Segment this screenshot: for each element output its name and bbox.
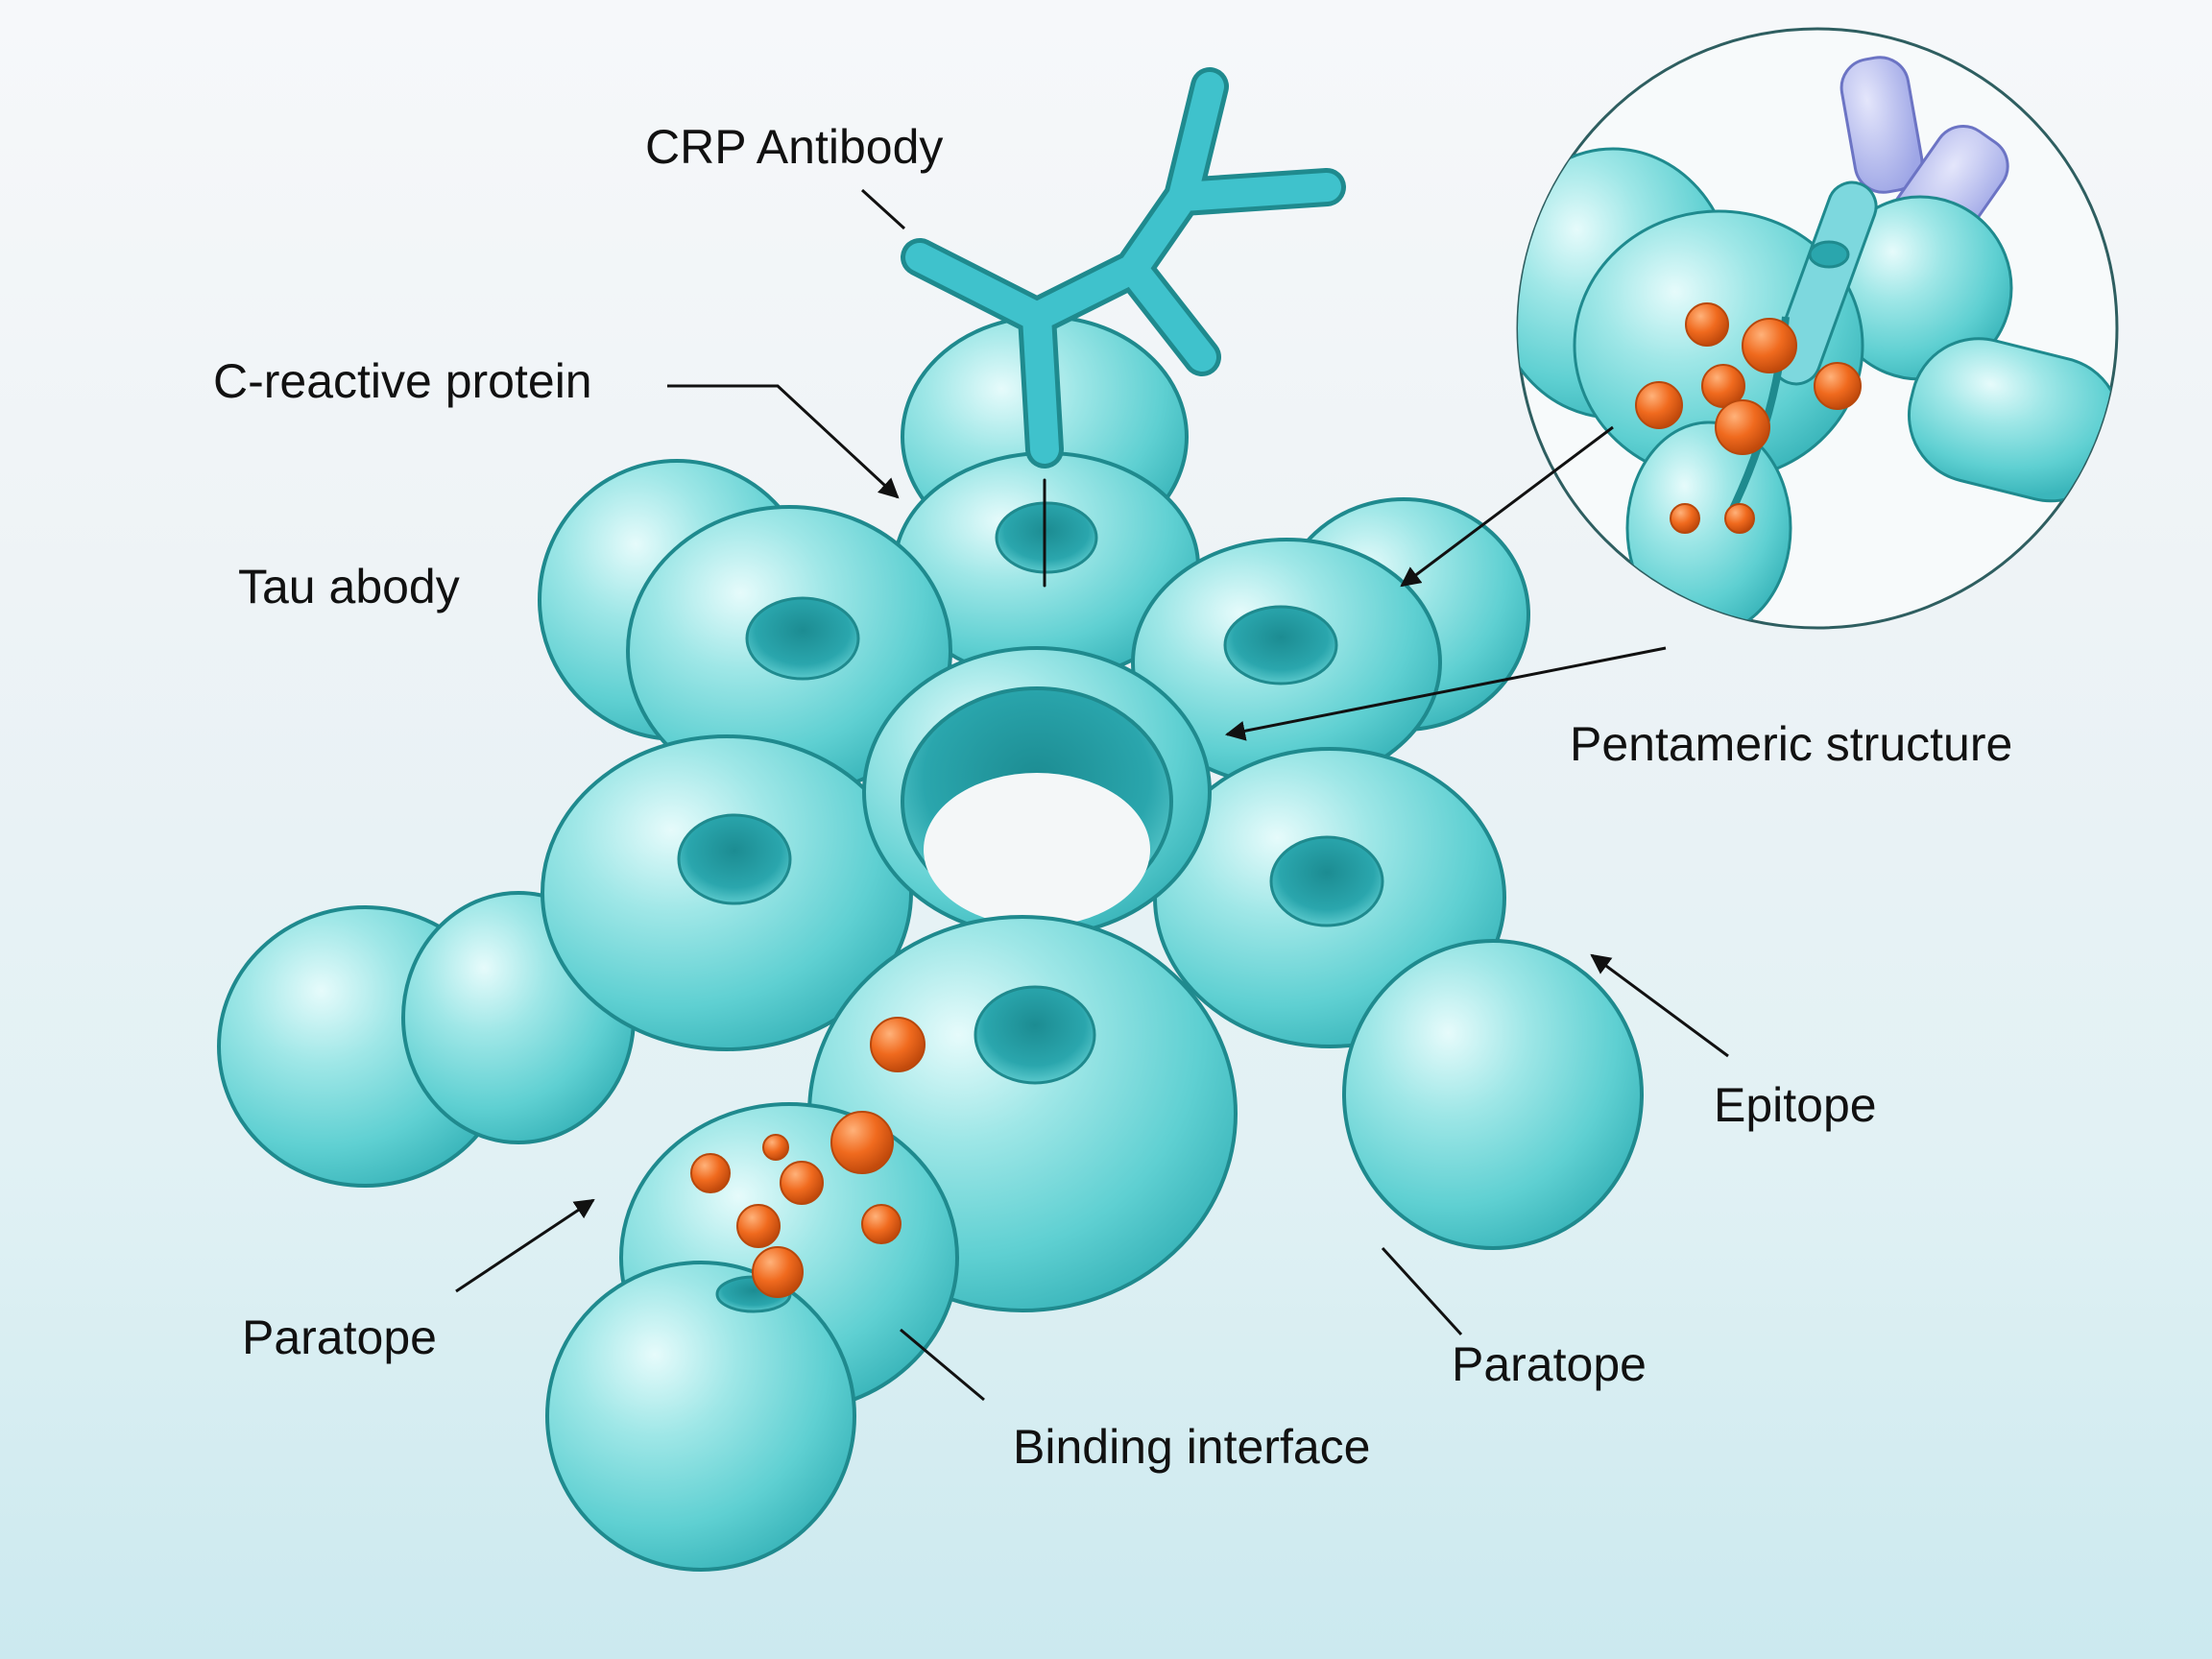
binding-inset — [1516, 27, 2119, 630]
subunit-far-right — [1342, 939, 1644, 1250]
leader-lines — [455, 188, 1729, 1402]
pore-mid-left — [677, 813, 792, 905]
pore-mid-right — [1269, 835, 1384, 927]
label-paratope-left: Paratope — [242, 1310, 437, 1364]
pore-bottom — [974, 985, 1096, 1085]
residue-dot — [736, 1204, 781, 1248]
label-epitope: Epitope — [1714, 1078, 1877, 1132]
leader-epitope — [1590, 953, 1729, 1058]
crp-antibody-shape — [901, 67, 1346, 588]
residue-dot — [830, 1111, 894, 1174]
label-paratope-right: Paratope — [1452, 1337, 1647, 1391]
leader-c-reactive-protein — [667, 384, 900, 499]
residue-dot — [780, 1161, 824, 1205]
leader-paratope-right — [1381, 1246, 1463, 1336]
pore-upper-left — [745, 596, 860, 681]
label-crp-antibody: CRP Antibody — [645, 120, 944, 174]
leader-inset-upper — [1400, 425, 1614, 588]
pentamer-structure — [217, 315, 1644, 1572]
residue-dot — [752, 1246, 804, 1298]
residue-dot — [870, 1017, 926, 1072]
subunit-bottom-left-lower — [545, 1261, 856, 1572]
residue-dot — [690, 1153, 731, 1193]
subunit-pores — [677, 501, 1384, 1313]
residue-dot — [762, 1134, 789, 1161]
label-tau-abody: Tau abody — [238, 560, 460, 613]
pore-upper-right — [1223, 605, 1338, 685]
label-c-reactive-protein: C-reactive protein — [213, 354, 592, 408]
epitope-residues — [690, 1017, 926, 1298]
leader-pentameric-structure — [1224, 646, 1667, 741]
pore-top — [995, 501, 1098, 574]
label-binding-interface: Binding interface — [1013, 1420, 1371, 1474]
central-ring-opening — [924, 773, 1150, 926]
leader-paratope-left — [455, 1198, 595, 1293]
leader-binding-interface — [900, 1328, 985, 1402]
label-pentameric-structure: Pentameric structure — [1570, 717, 2013, 771]
leader-crp-antibody — [860, 188, 906, 230]
residue-dot — [861, 1204, 902, 1244]
